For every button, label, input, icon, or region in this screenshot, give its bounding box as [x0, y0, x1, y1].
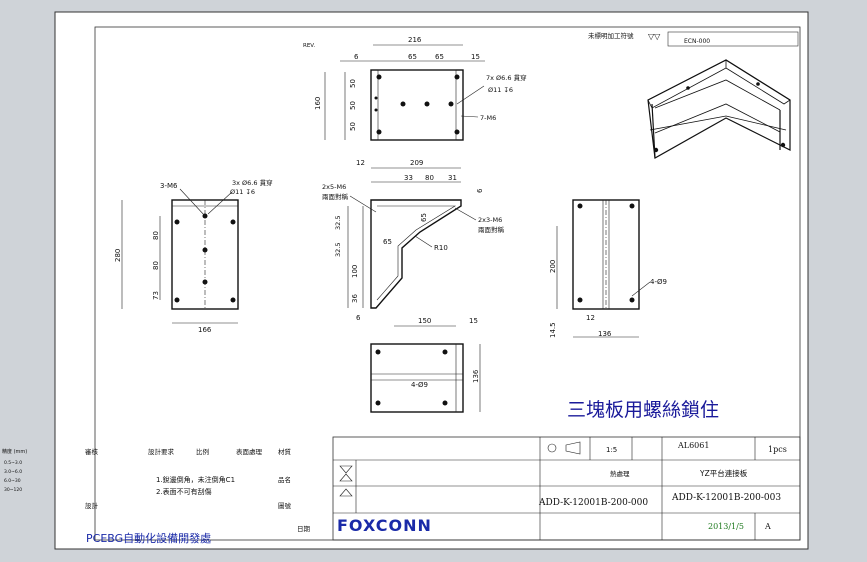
left-callout-cbore: Ø11 ↧6: [230, 188, 255, 196]
label-part-name: 品名: [278, 475, 291, 484]
left-view: 3-M6 3x Ø6.6 貫穿 Ø11 ↧6 280 80 80 73 166: [114, 178, 273, 334]
finish-symbols: ▽▽: [648, 32, 661, 41]
right-dim-136: 136: [598, 330, 612, 338]
drawing-number-right: ADD-K-12001B-200-003: [671, 493, 781, 503]
front-dim-6-top: 6: [476, 188, 484, 193]
assembly-note: 三塊板用螺絲鎖住: [567, 399, 719, 421]
note-2: 2.表面不可有刮傷: [156, 487, 212, 496]
department-name: PCEBG自動化設備開發處: [86, 531, 211, 545]
ecn-box: [667, 31, 799, 47]
heat-treatment-label: 熱處理: [610, 469, 630, 478]
right-dim-12: 12: [586, 314, 595, 322]
top-dim-65a: 65: [408, 53, 417, 61]
foxconn-logo: FOXCONN: [337, 516, 432, 535]
label-design-req: 設計要求: [148, 447, 175, 456]
date-label: 日期: [297, 525, 311, 533]
front-callout-sym-b: 兩面對稱: [478, 225, 505, 234]
label-scale: 比例: [196, 447, 209, 456]
revision-value: A: [764, 522, 771, 531]
right-view: 200 12 136 14.5 4-Ø9: [549, 199, 667, 338]
left-info-block: 設計要求 比例 表面處理 材質 品名 圖號 1.銳邊倒角，未注倒角C1 2.表面…: [2, 447, 292, 545]
drawn-label: 設計: [85, 501, 99, 510]
bottom-dim-150: 150: [418, 317, 431, 325]
top-dim-6: 6: [354, 53, 359, 61]
top-callout-cbore: Ø11 ↧6: [488, 86, 513, 94]
front-dim-209: 209: [410, 159, 423, 167]
bottom-dim-136: 136: [472, 369, 480, 383]
top-dim-50a: 50: [349, 79, 357, 88]
material-value: AL6061: [677, 441, 709, 450]
bottom-dim-15: 15: [469, 317, 478, 325]
left-dim-80a: 80: [152, 231, 160, 240]
front-callout-sym-a: 兩面對稱: [322, 192, 349, 201]
left-dim-280: 280: [114, 249, 122, 262]
left-dim-73: 73: [152, 291, 160, 300]
right-dim-200: 200: [549, 260, 557, 273]
part-name: YZ平台連接板: [699, 468, 748, 478]
front-dim-6-bottom: 6: [356, 314, 361, 322]
tolerance-header: 精度 (mm): [2, 448, 27, 455]
front-callout-tap-a: 2x5-M6: [322, 183, 346, 191]
tolerance-row-3: 6.0~30: [4, 478, 21, 484]
front-callout-radius: R10: [434, 244, 448, 252]
top-callout-holes: 7x Ø6.6 貫穿: [486, 73, 527, 82]
front-view: 12 209 33 80 31 6 65 65 32.5 32.5 100 36…: [322, 159, 505, 322]
left-dim-166: 166: [198, 326, 212, 334]
bottom-view: 150 15 136 4-Ø9: [370, 317, 481, 413]
top-view: REV. 216 6 65 65 15 160 50 50 50 7x Ø6.6…: [303, 36, 527, 141]
isometric-view: [647, 59, 791, 159]
front-dim-65-horiz: 65: [383, 238, 392, 246]
note-1: 1.銳邊倒角，未注倒角C1: [156, 475, 235, 484]
top-dim-216: 216: [408, 36, 422, 44]
front-dim-12: 12: [356, 159, 365, 167]
title-block: 1:5 AL6061 1pcs 熱處理 YZ平台連接板 ADD-K-12001B…: [297, 436, 801, 541]
front-callout-tap-b: 2x3-M6: [478, 216, 502, 224]
top-dim-65b: 65: [435, 53, 444, 61]
bottom-callout-holes: 4-Ø9: [411, 381, 428, 389]
approved-label: 審核: [85, 447, 99, 456]
left-callout-tap: 3-M6: [160, 182, 178, 190]
left-dim-80b: 80: [152, 261, 160, 270]
finish-note: 未標明加工符號: [588, 31, 634, 40]
label-material: 材質: [278, 447, 292, 456]
tolerance-row-2: 3.0~6.0: [4, 469, 22, 475]
top-callout-tap: 7-M6: [480, 114, 496, 122]
quantity-value: 1pcs: [768, 445, 787, 454]
front-dim-32-5a: 32.5: [334, 216, 342, 230]
front-dim-80: 80: [425, 174, 434, 182]
top-dim-50b: 50: [349, 101, 357, 110]
rev-label: REV.: [303, 43, 315, 49]
drawing-number-left: ADD-K-12001B-200-000: [538, 498, 648, 508]
front-dim-32-5b: 32.5: [334, 243, 342, 257]
left-callout-holes: 3x Ø6.6 貫穿: [232, 178, 273, 187]
tolerance-row-4: 30~120: [4, 487, 22, 493]
label-drawing-number: 圖號: [278, 501, 292, 510]
right-dim-14-5: 14.5: [549, 322, 557, 338]
drawing-date: 2013/1/5: [708, 522, 744, 531]
label-surface: 表面處理: [236, 447, 263, 456]
top-dim-15: 15: [471, 53, 480, 61]
top-dim-160: 160: [314, 97, 322, 110]
top-dim-50c: 50: [349, 122, 357, 131]
front-dim-36: 36: [351, 294, 359, 303]
right-callout-holes: 4-Ø9: [650, 278, 667, 286]
sheet-outer-frame: [54, 11, 809, 550]
front-dim-31: 31: [448, 174, 457, 182]
tolerance-row-1: 0.5~3.0: [4, 460, 22, 466]
scale-value: 1:5: [606, 446, 617, 454]
front-dim-33: 33: [404, 174, 413, 182]
front-dim-65-vert: 65: [420, 213, 428, 222]
ecn-label: ECN-000: [684, 38, 710, 45]
front-dim-100: 100: [351, 265, 359, 278]
